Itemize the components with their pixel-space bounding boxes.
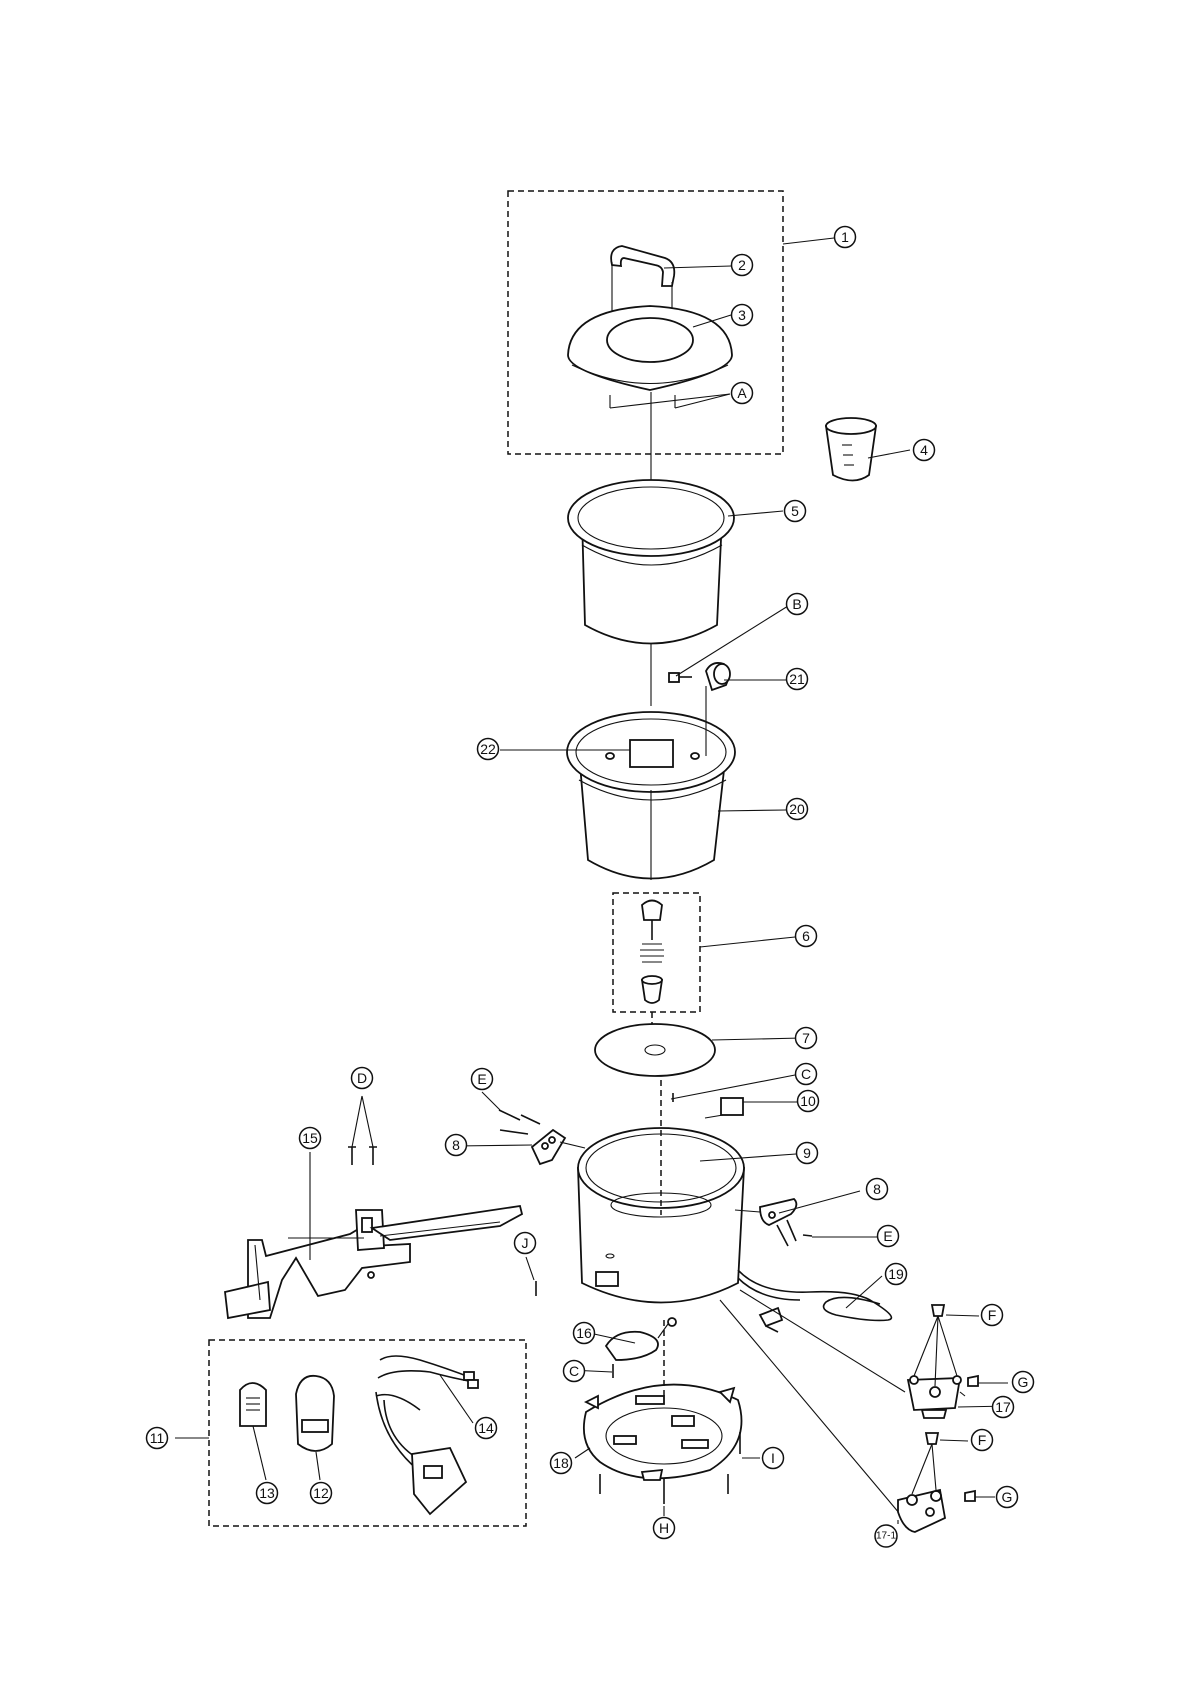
callout-14: 14	[476, 1418, 497, 1439]
lid-cover	[568, 306, 732, 408]
instruction-tag	[240, 1383, 266, 1426]
callout-3: 3	[732, 305, 753, 326]
callout-19: 19	[886, 1264, 907, 1285]
svg-text:J: J	[522, 1235, 529, 1251]
svg-text:8: 8	[452, 1137, 460, 1153]
screw-b	[669, 673, 692, 682]
callout-16: 16	[574, 1323, 595, 1344]
svg-text:12: 12	[313, 1485, 329, 1501]
cord-clamp-alt	[898, 1433, 975, 1532]
callout-13: 13	[257, 1483, 278, 1504]
callout-i: I	[763, 1448, 784, 1469]
callout-b: B	[787, 594, 808, 615]
screws-e-left	[499, 1110, 540, 1134]
svg-text:I: I	[771, 1450, 775, 1466]
svg-text:21: 21	[789, 671, 805, 687]
callout-a: A	[732, 383, 753, 404]
svg-text:8: 8	[873, 1181, 881, 1197]
svg-text:A: A	[737, 385, 747, 401]
callout-9: 9	[797, 1143, 818, 1164]
svg-text:17-1: 17-1	[876, 1531, 896, 1542]
callout-18: 18	[551, 1453, 572, 1474]
callout-5: 5	[785, 501, 806, 522]
svg-text:19: 19	[888, 1266, 904, 1282]
svg-text:16: 16	[576, 1325, 592, 1341]
label-sticker	[721, 1098, 743, 1115]
svg-text:18: 18	[553, 1455, 569, 1471]
callout-h: H	[654, 1518, 675, 1539]
svg-text:11: 11	[150, 1430, 165, 1446]
callout-f-lower: F	[972, 1430, 993, 1451]
callout-f-upper: F	[982, 1305, 1003, 1326]
svg-text:2: 2	[738, 257, 746, 273]
callout-e-left: E	[472, 1069, 493, 1090]
switch-button-part	[296, 1376, 334, 1451]
svg-text:F: F	[978, 1432, 987, 1448]
callout-21: 21	[787, 669, 808, 690]
callout-8-left: 8	[446, 1135, 467, 1156]
svg-text:C: C	[569, 1363, 579, 1379]
callout-2: 2	[732, 255, 753, 276]
callout-c-upper: C	[796, 1064, 817, 1085]
callout-e-right: E	[878, 1226, 899, 1247]
power-cord	[738, 1270, 891, 1332]
svg-text:10: 10	[800, 1093, 816, 1109]
callout-g-upper: G	[1013, 1372, 1034, 1393]
hinge-left	[532, 1130, 585, 1164]
callout-6: 6	[796, 926, 817, 947]
callout-20: 20	[787, 799, 808, 820]
svg-text:F: F	[988, 1307, 997, 1323]
callout-1: 1	[835, 227, 856, 248]
svg-text:14: 14	[478, 1420, 494, 1436]
cord-leader-1	[740, 1290, 905, 1392]
svg-text:C: C	[801, 1066, 811, 1082]
svg-text:1: 1	[841, 229, 849, 245]
svg-text:B: B	[792, 596, 801, 612]
body-casing	[578, 1080, 744, 1303]
callout-22: 22	[478, 739, 499, 760]
svg-text:6: 6	[802, 928, 810, 944]
thermostat-assembly	[640, 901, 664, 1004]
svg-text:13: 13	[259, 1485, 275, 1501]
callout-12: 12	[311, 1483, 332, 1504]
callout-g-lower: G	[997, 1487, 1018, 1508]
callout-17: 17	[993, 1397, 1014, 1418]
callout-4: 4	[914, 440, 935, 461]
cord-clamp	[908, 1305, 978, 1418]
screws-e-right	[777, 1220, 812, 1246]
screws-d	[348, 1096, 377, 1165]
svg-text:15: 15	[302, 1130, 318, 1146]
svg-text:20: 20	[789, 801, 805, 817]
svg-text:G: G	[1018, 1374, 1029, 1390]
callout-j: J	[515, 1233, 536, 1254]
svg-text:D: D	[357, 1070, 367, 1086]
svg-text:7: 7	[802, 1030, 810, 1046]
callout-10: 10	[798, 1091, 819, 1112]
callout-15: 15	[300, 1128, 321, 1149]
svg-text:3: 3	[738, 307, 746, 323]
callout-8-right: 8	[867, 1179, 888, 1200]
knob-part	[706, 663, 730, 690]
svg-text:22: 22	[480, 741, 496, 757]
svg-text:E: E	[883, 1228, 892, 1244]
svg-text:9: 9	[803, 1145, 811, 1161]
svg-text:5: 5	[791, 503, 799, 519]
svg-text:4: 4	[920, 442, 928, 458]
measuring-cup	[826, 418, 876, 481]
callout-11: 11	[147, 1428, 168, 1449]
callout-d: D	[352, 1068, 373, 1089]
wiring-harness	[376, 1356, 478, 1514]
svg-text:H: H	[659, 1520, 669, 1536]
cord-leader-2	[720, 1300, 905, 1520]
callout-c-lower: C	[564, 1361, 585, 1382]
callout-17-1: 17-1	[875, 1525, 897, 1547]
switch-lever-assembly	[225, 1206, 522, 1318]
svg-text:17: 17	[995, 1399, 1011, 1415]
callout-7: 7	[796, 1028, 817, 1049]
inner-pot	[568, 480, 734, 644]
svg-text:G: G	[1002, 1489, 1013, 1505]
heating-plate	[595, 1024, 715, 1076]
svg-text:E: E	[477, 1071, 486, 1087]
